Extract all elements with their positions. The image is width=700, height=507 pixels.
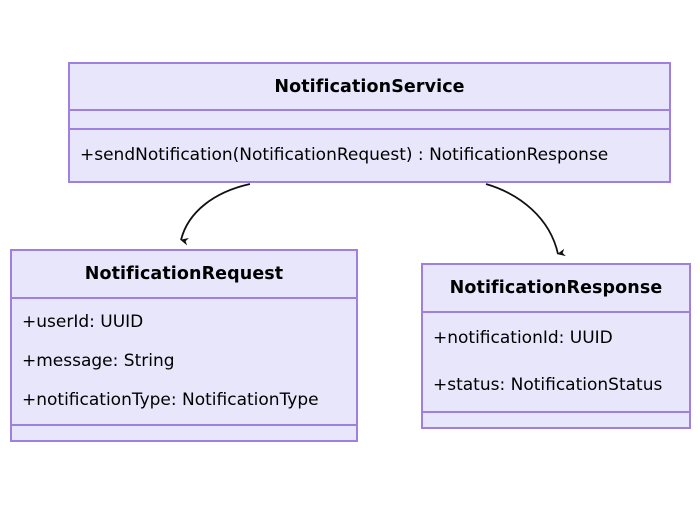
class-box-notification-service[interactable]: NotificationService +sendNotification(No…	[68, 62, 671, 183]
attribute-row: +status: NotificationStatus	[433, 375, 663, 395]
methods-compartment-notification-request	[12, 424, 356, 440]
attribute-row: +notificationType: NotificationType	[22, 390, 319, 410]
attribute-row: +message: String	[22, 351, 175, 371]
methods-compartment-notification-service: +sendNotification(NotificationRequest) :…	[70, 128, 669, 181]
class-name-notification-response: NotificationResponse	[423, 265, 689, 311]
attribute-row: +notificationId: UUID	[433, 328, 613, 348]
class-box-notification-response[interactable]: NotificationResponse +notificationId: UU…	[421, 263, 691, 429]
class-name-notification-request: NotificationRequest	[12, 251, 356, 297]
class-box-notification-request[interactable]: NotificationRequest +userId: UUID +messa…	[10, 249, 358, 442]
arrow-service-to-request	[180, 183, 251, 246]
attribute-row: +userId: UUID	[22, 312, 144, 332]
arrow-service-to-response	[485, 183, 566, 257]
methods-compartment-notification-response	[423, 411, 689, 427]
attributes-compartment-notification-service	[70, 109, 669, 128]
attributes-compartment-notification-request: +userId: UUID +message: String +notifica…	[12, 297, 356, 424]
attributes-compartment-notification-response: +notificationId: UUID +status: Notificat…	[423, 311, 689, 411]
method-row: +sendNotification(NotificationRequest) :…	[80, 145, 609, 165]
class-name-notification-service: NotificationService	[70, 64, 669, 109]
